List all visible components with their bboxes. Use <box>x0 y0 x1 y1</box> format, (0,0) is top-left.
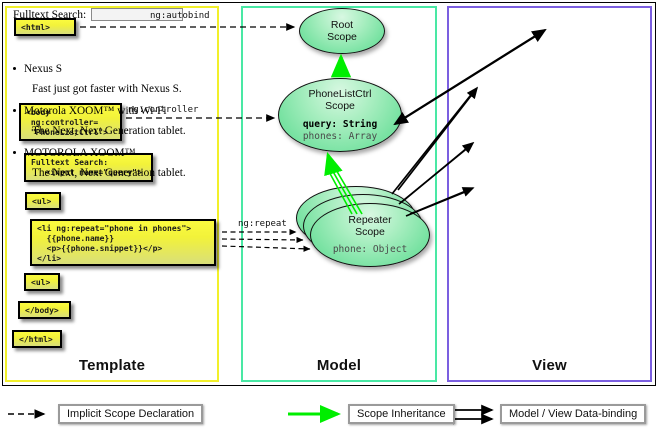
scope-repeater-prop-phone: phone: Object <box>332 244 408 256</box>
column-label-model: Model <box>316 357 362 374</box>
list-item[interactable]: Nexus S Fast just got faster with Nexus … <box>13 63 196 95</box>
template-box-html-open-tag[interactable]: <html> <box>14 18 76 36</box>
view-phone-list: Nexus S Fast just got faster with Nexus … <box>10 63 196 179</box>
column-view: View <box>447 6 652 382</box>
phone-snippet: The Next, Next Generation tablet. <box>32 125 186 137</box>
template-box-body-close-tag[interactable]: </body> <box>18 301 71 319</box>
template-box-li-repeat-markup[interactable]: <li ng:repeat="phone in phones"> {{phone… <box>30 219 216 266</box>
legend-model-view-data-binding: Model / View Data-binding <box>500 404 647 424</box>
legend-implicit-scope-declaration: Implicit Scope Declaration <box>58 404 204 424</box>
connector-label-ng-repeat: ng:repeat <box>238 219 287 229</box>
template-box-ul-close-tag[interactable]: <ul> <box>24 273 60 291</box>
phone-snippet: Fast just got faster with Nexus S. <box>32 83 182 95</box>
scope-repeater-title: Repeater Scope <box>348 214 392 239</box>
view-search-row: Fulltext Search: <box>13 8 196 21</box>
scope-phonelistctrl[interactable]: PhoneListCtrl Scope query: String phones… <box>278 78 402 152</box>
view-search-label: Fulltext Search: <box>13 8 87 21</box>
list-item[interactable]: Motorola XOOM™ with Wi-Fi The Next, Next… <box>13 105 196 137</box>
scope-phonelistctrl-title: PhoneListCtrl Scope <box>308 88 372 112</box>
phone-name: Motorola XOOM™ with Wi-Fi <box>24 105 167 117</box>
scope-root[interactable]: Root Scope <box>299 8 385 54</box>
legend: Implicit Scope Declaration Scope Inherit… <box>0 393 660 435</box>
connector-label-ng-autobind: ng:autobind <box>150 11 210 21</box>
phone-snippet: The Next, Next Generation tablet. <box>32 167 186 179</box>
column-label-template: Template <box>78 357 146 374</box>
template-box-html-close-tag[interactable]: </html> <box>12 330 62 348</box>
column-label-view: View <box>532 357 567 374</box>
scope-repeater[interactable]: Repeater Scope phone: Object <box>310 203 430 267</box>
template-box-ul-open-tag[interactable]: <ul> <box>25 192 61 210</box>
connector-label-ng-controller: ng:controller <box>128 105 199 115</box>
bullet-icon <box>13 109 16 112</box>
bullet-icon <box>13 151 16 154</box>
template-box-body-open-tag[interactable]: <body ng:controller= "PhoneListCtrl"> <box>19 103 122 141</box>
list-item[interactable]: MOTOROLA XOOM™ The Next, Next Generation… <box>13 147 196 179</box>
bullet-icon <box>13 67 16 70</box>
view-content: Fulltext Search: Nexus S Fast just got f… <box>10 8 196 189</box>
fulltext-search-input[interactable] <box>91 8 184 21</box>
template-box-fulltext-search-markup[interactable]: Fulltext Search: <input name="query"> <box>24 153 153 182</box>
phone-name: MOTOROLA XOOM™ <box>24 147 136 159</box>
phone-name: Nexus S <box>24 63 62 75</box>
scope-phonelistctrl-prop-query: query: String <box>302 119 378 130</box>
legend-scope-inheritance: Scope Inheritance <box>348 404 455 424</box>
scope-phonelistctrl-prop-phones: phones: Array <box>302 130 378 142</box>
scope-root-title: Root Scope <box>327 19 357 43</box>
